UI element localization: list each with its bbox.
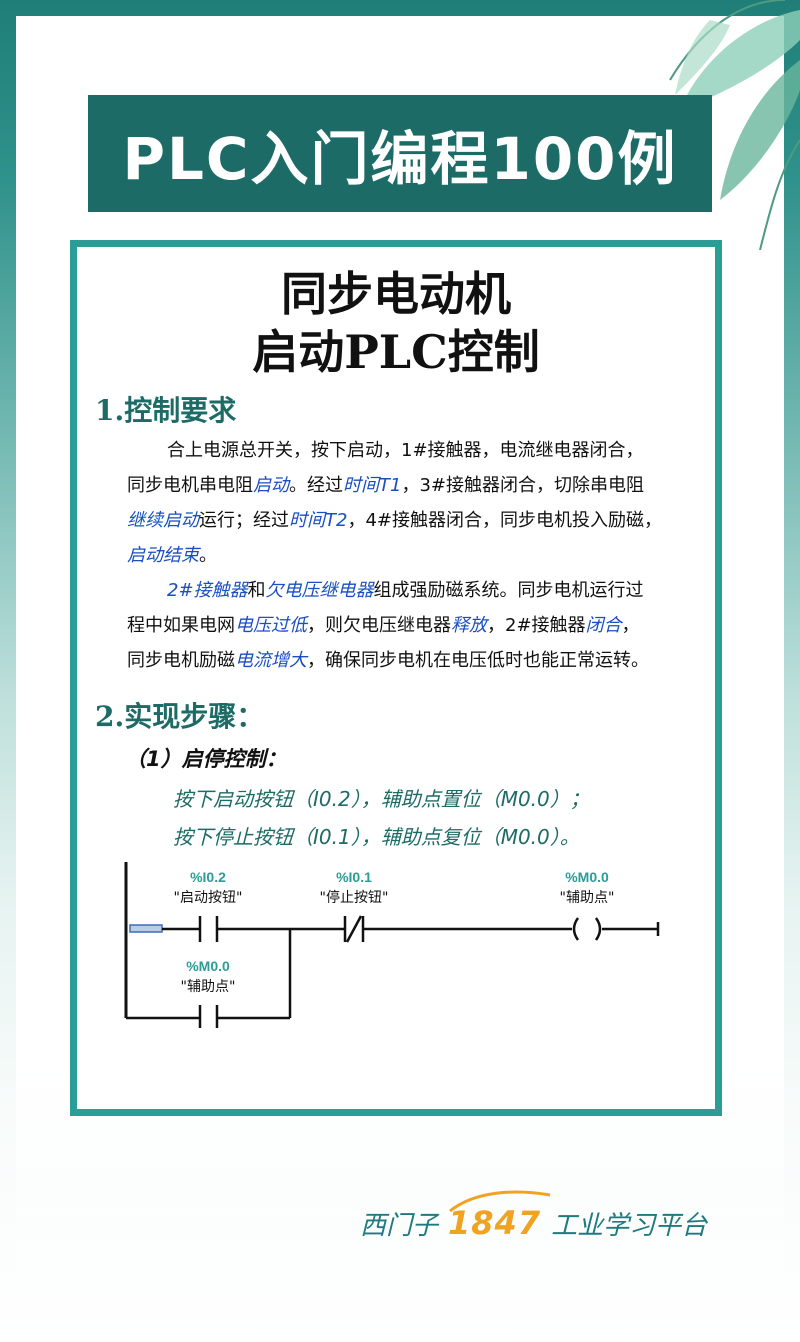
main-title-line2: 启动PLC控制	[252, 325, 540, 379]
swoosh-icon	[449, 1190, 551, 1213]
footer-left-text: 西门子	[360, 1210, 439, 1241]
footer-brand: 西门子 1847 工业学习平台	[360, 1190, 708, 1251]
section2-heading: 2.实现步骤：	[95, 700, 265, 733]
footer-number: 1847	[448, 1204, 542, 1242]
footer-right-text: 工业学习平台	[551, 1210, 708, 1241]
content-box: 同步电动机 启动PLC控制 1.控制要求 合上电源总开关，按下启动，1#接触器，…	[70, 240, 722, 1116]
coil-address: %M0.0	[565, 869, 609, 885]
contact-start-address: %I0.2	[190, 869, 226, 885]
step-line-start: 按下启动按钮（I0.2），辅助点置位（M0.0）；	[173, 787, 590, 811]
contact-stop	[343, 915, 365, 943]
contact-hold-address: %M0.0	[186, 958, 230, 974]
section2-subheading: （1）启停控制：	[125, 747, 287, 771]
section1-paragraph2: 2#接触器和欠电压继电器组成强励磁系统。同步电机运行过 程中如果电网电压过低，则…	[127, 580, 649, 671]
main-title-line1: 同步电动机	[281, 267, 511, 321]
main-title: 同步电动机 启动PLC控制	[77, 265, 715, 381]
coil-output	[572, 917, 602, 941]
section1-heading: 1.控制要求	[95, 394, 237, 427]
ladder-diagram: %I0.2 "启动按钮" %I0.1 "停止按钮" %M0.0 "辅助点" %M…	[124, 862, 660, 1028]
contact-hold-label: "辅助点"	[181, 979, 236, 995]
leaf-decoration-icon	[669, 0, 800, 250]
step-line-stop: 按下停止按钮（I0.1），辅助点复位（M0.0）。	[173, 825, 580, 849]
contact-start	[198, 916, 219, 942]
contact-start-label: "启动按钮"	[174, 890, 243, 906]
contact-hold	[198, 1005, 219, 1028]
banner-title: PLC入门编程100例	[88, 95, 712, 212]
coil-label: "辅助点"	[560, 890, 615, 906]
contact-stop-address: %I0.1	[336, 869, 372, 885]
contact-stop-label: "停止按钮"	[320, 889, 389, 906]
section1-paragraph1: 合上电源总开关，按下启动，1#接触器，电流继电器闭合， 同步电机串电阻启动。经过…	[127, 440, 662, 566]
power-flow-indicator	[129, 924, 163, 933]
